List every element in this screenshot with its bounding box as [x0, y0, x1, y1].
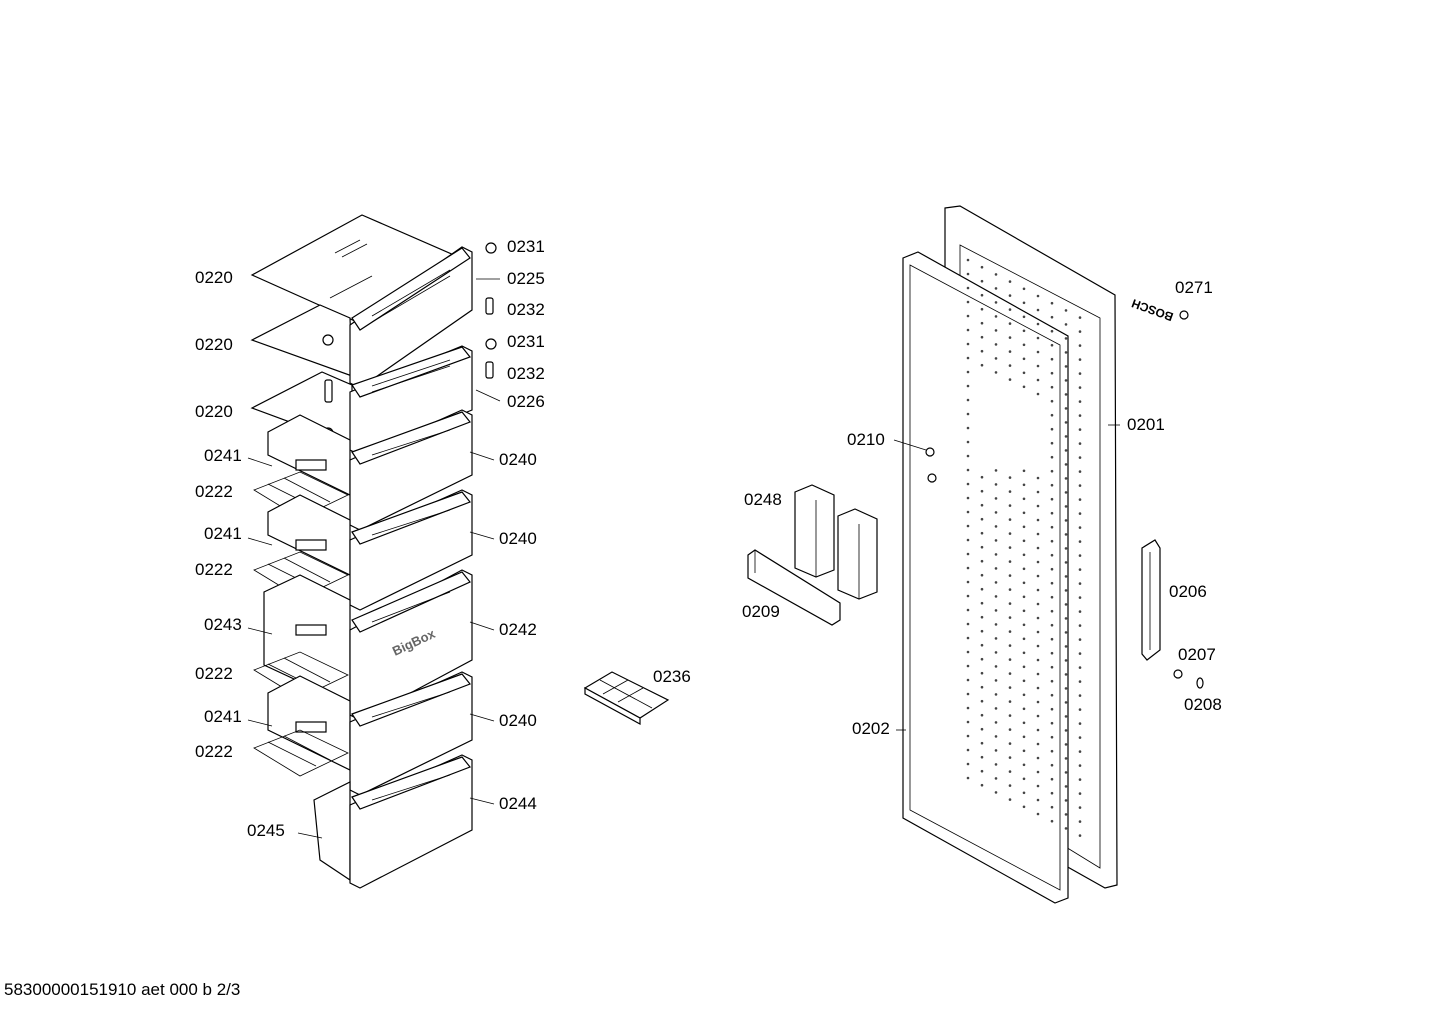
part-label-0241: 0241: [204, 707, 242, 726]
part-label-0236: 0236: [653, 667, 691, 686]
part-label-0202: 0202: [852, 719, 890, 738]
part-label-0231: 0231: [507, 237, 545, 256]
door-liner-dots: [966, 258, 1082, 837]
wire-tray-0222-d: [253, 729, 349, 777]
part-label-0210: 0210: [847, 430, 885, 449]
part-label-0220: 0220: [195, 335, 233, 354]
cold-pack-right: [837, 508, 878, 600]
part-label-0226: 0226: [507, 392, 545, 411]
part-label-0240: 0240: [499, 529, 537, 548]
part-label-0241: 0241: [204, 524, 242, 543]
part-label-0240: 0240: [499, 450, 537, 469]
part-label-0241: 0241: [204, 446, 242, 465]
cover-bar: [747, 549, 841, 626]
logo-badge: [1179, 310, 1189, 320]
part-label-0222: 0222: [195, 664, 233, 683]
part-label-0222: 0222: [195, 482, 233, 501]
part-label-0232: 0232: [507, 300, 545, 319]
part-label-0243: 0243: [204, 615, 242, 634]
drawer-0240-top: [267, 409, 473, 531]
part-label-0209: 0209: [742, 602, 780, 621]
hinge-screws: [925, 447, 937, 483]
part-label-0225: 0225: [507, 269, 545, 288]
part-label-0222: 0222: [195, 742, 233, 761]
part-label-0232: 0232: [507, 364, 545, 383]
glass-shelf-middle: [250, 304, 353, 377]
part-label-0248: 0248: [744, 490, 782, 509]
drawer-0244-bottom: [313, 754, 473, 889]
shelf-front-panel-0225: [349, 246, 473, 389]
part-label-0240: 0240: [499, 711, 537, 730]
part-label-0245: 0245: [247, 821, 285, 840]
brand-logo: BOSCH: [1130, 296, 1176, 324]
part-label-0201: 0201: [1127, 415, 1165, 434]
handle-washer: [1196, 677, 1204, 689]
document-reference: 58300000151910 aet 000 b 2/3: [4, 980, 241, 999]
part-label-0208: 0208: [1184, 695, 1222, 714]
part-label-0206: 0206: [1169, 582, 1207, 601]
door-handle: [1141, 539, 1161, 661]
cold-pack-left: [794, 484, 835, 578]
part-label-0207: 0207: [1178, 645, 1216, 664]
leader-lines: [247, 278, 1120, 839]
door-gasket: [902, 251, 1069, 904]
part-label-0222: 0222: [195, 560, 233, 579]
part-label-0220: 0220: [195, 402, 233, 421]
drawer-0240-middle: [267, 489, 473, 611]
part-label-0231: 0231: [507, 332, 545, 351]
handle-screw: [1173, 669, 1183, 679]
part-label-0220: 0220: [195, 268, 233, 287]
part-label-0242: 0242: [499, 620, 537, 639]
part-label-0244: 0244: [499, 794, 537, 813]
part-label-0271: 0271: [1175, 278, 1213, 297]
ice-cube-tray: [583, 671, 670, 726]
